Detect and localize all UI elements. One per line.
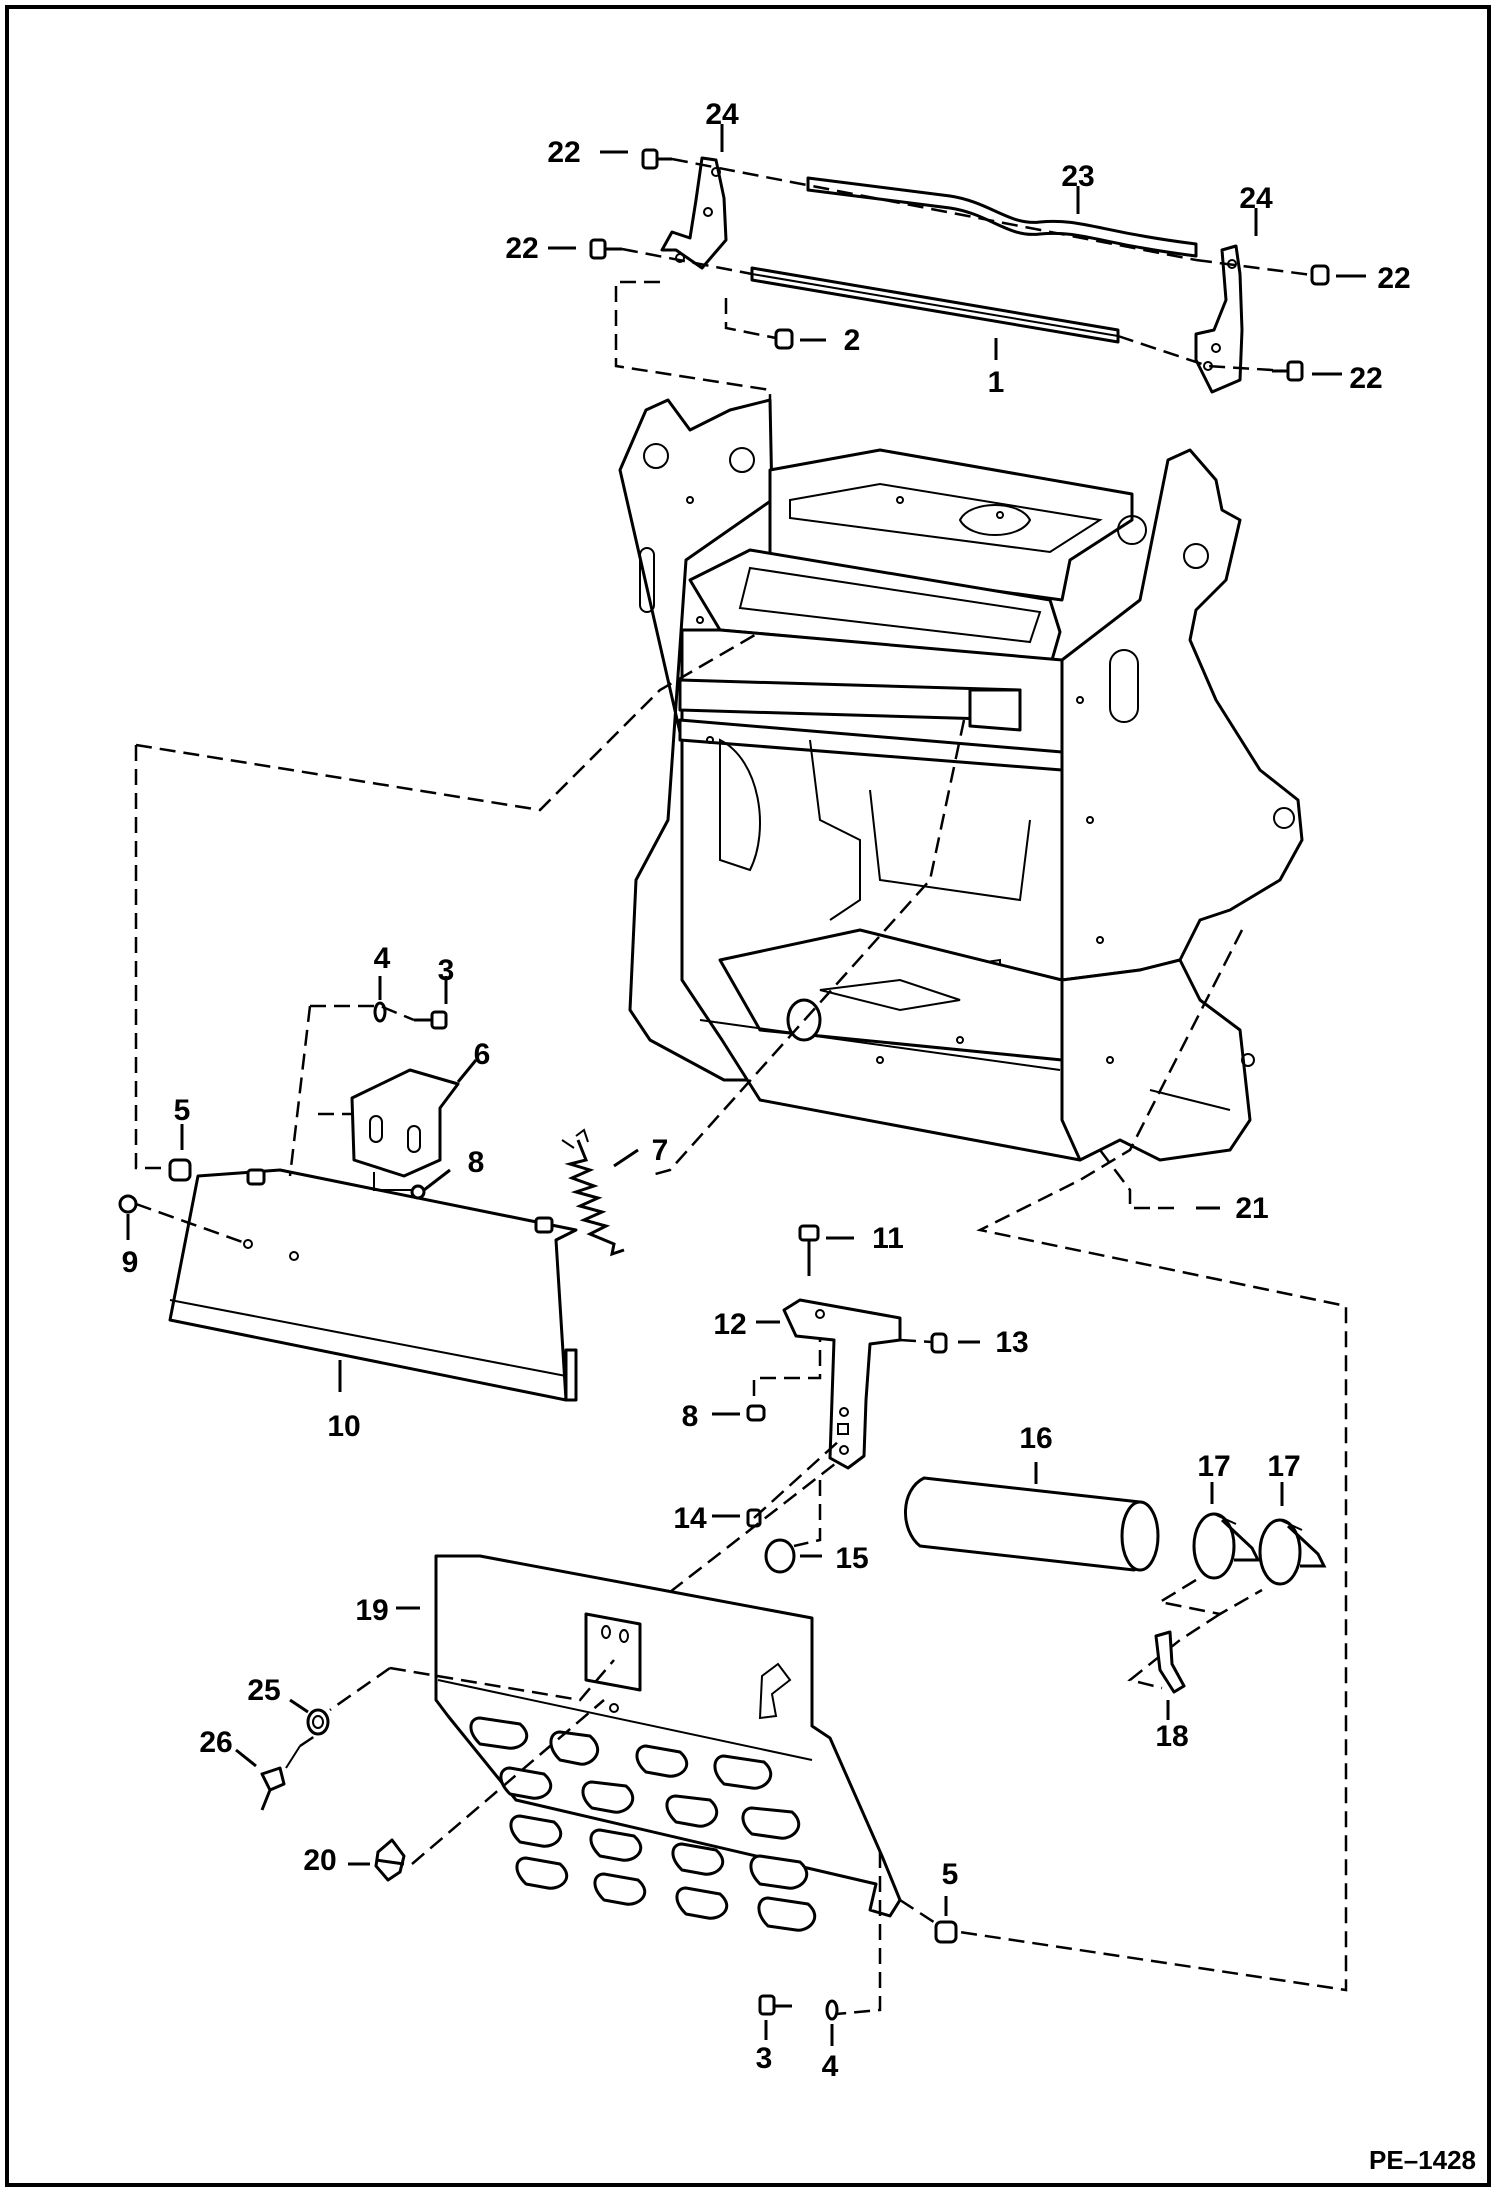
bolt-part-3-lower: [758, 1994, 792, 2016]
callout-17: 17: [1197, 1450, 1230, 1483]
callout-13: 13: [995, 1326, 1028, 1359]
callout-5: 5: [174, 1094, 191, 1127]
callout-5: 5: [942, 1858, 959, 1891]
callout-11: 11: [872, 1222, 904, 1255]
callout-14: 14: [673, 1502, 707, 1535]
callout-labels: 22 24 22 23 24 22 2 1 22 4 3 6 5 8 7 9 1…: [122, 98, 1411, 2083]
tube-part-16: [904, 1476, 1160, 1572]
callout-8: 8: [682, 1400, 699, 1433]
nut-part-5-lower: [934, 1920, 958, 1944]
nut-part-8-upper: [410, 1184, 426, 1200]
bolt-part-22-top: [641, 148, 672, 170]
bracket-part-6: [350, 1068, 460, 1178]
nut-part-22-right-top: [1310, 264, 1330, 286]
bolt-part-22-left: [589, 238, 622, 260]
washer-part-4-lower: [825, 1999, 839, 2021]
knob-part-20: [374, 1838, 406, 1882]
clip-part-17-right: [1258, 1518, 1327, 1586]
callout-1: 1: [988, 366, 1005, 399]
callout-23: 23: [1061, 160, 1094, 193]
clip-part-17-left: [1192, 1512, 1261, 1580]
callout-22: 22: [547, 136, 580, 169]
bracket-part-24-right: [1194, 244, 1244, 394]
nut-part-13: [930, 1332, 948, 1354]
callout-17: 17: [1267, 1450, 1300, 1483]
bolt-part-3-upper: [414, 1010, 448, 1030]
callout-20: 20: [303, 1844, 336, 1877]
plug-part-9: [118, 1194, 138, 1214]
callout-16: 16: [1019, 1422, 1052, 1455]
callout-4: 4: [374, 942, 391, 975]
leader-lines: [126, 124, 1366, 2046]
latch-part-26: [260, 1745, 301, 1811]
figure-id-label: PE–1428: [1369, 2145, 1476, 2175]
clip-part-18: [1154, 1630, 1186, 1694]
nut-part-8-lower: [746, 1404, 766, 1422]
callout-25: 25: [247, 1674, 280, 1707]
callout-22: 22: [1377, 262, 1410, 295]
callout-3: 3: [438, 954, 455, 987]
step-plate-part-19: [434, 1554, 902, 1932]
callout-26: 26: [199, 1726, 232, 1759]
drawing-border: [5, 5, 1491, 2187]
callout-19: 19: [355, 1594, 388, 1627]
callout-15: 15: [835, 1542, 868, 1575]
callout-22: 22: [505, 232, 538, 265]
callout-2: 2: [844, 324, 861, 357]
cover-part-10: [168, 1168, 578, 1402]
callout-6: 6: [474, 1038, 491, 1071]
rod-part-23: [806, 176, 1198, 258]
main-frame: [618, 398, 1304, 1162]
rod-part-1: [750, 266, 1120, 344]
spring-part-7: [561, 1128, 625, 1257]
bolt-part-11: [798, 1224, 820, 1276]
spring-part-25: [306, 1708, 330, 1736]
washer-part-4-upper: [373, 1001, 387, 1023]
callout-10: 10: [327, 1410, 360, 1443]
callout-7: 7: [652, 1134, 669, 1167]
bracket-part-12: [782, 1298, 902, 1470]
nut-part-2: [774, 328, 794, 350]
callout-8: 8: [468, 1146, 485, 1179]
callout-22: 22: [1349, 362, 1382, 395]
bracket-part-24-left: [660, 156, 728, 270]
button-part-15: [764, 1538, 796, 1574]
callout-4: 4: [822, 2050, 839, 2083]
callout-3: 3: [756, 2042, 773, 2075]
callout-21: 21: [1235, 1192, 1268, 1225]
nut-part-5-upper: [168, 1158, 192, 1182]
callout-12: 12: [713, 1308, 746, 1341]
callout-24: 24: [1239, 182, 1273, 215]
callout-18: 18: [1155, 1720, 1188, 1753]
callout-24: 24: [705, 98, 739, 131]
step-slots: [469, 1716, 817, 1932]
callout-9: 9: [122, 1246, 139, 1279]
